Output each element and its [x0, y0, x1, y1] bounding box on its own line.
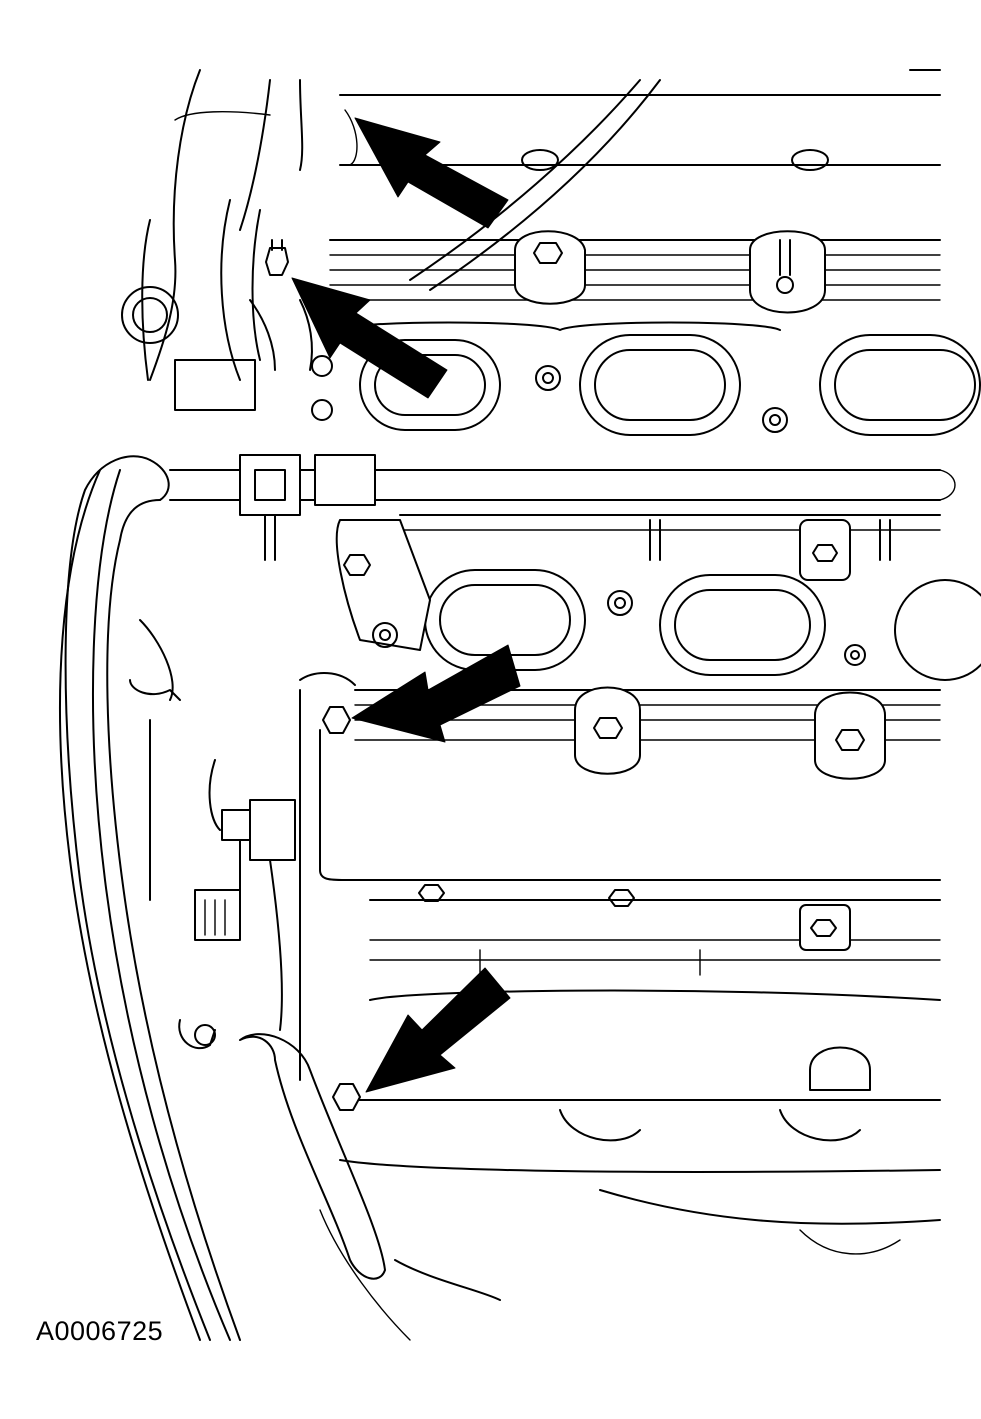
left-outer-contour: [59, 69, 271, 1341]
head-area: [299, 672, 941, 1081]
arrow-upper-left-icon: [354, 117, 509, 229]
bolt-lower-icon: [332, 1083, 361, 1111]
left-bracket: [121, 199, 333, 421]
bolt-middle-icon: [322, 706, 351, 734]
lower-head: [339, 884, 941, 1255]
arrow-stud-icon: [291, 277, 448, 399]
fastener-targets: [265, 239, 361, 1111]
lower-intake-runners: [335, 514, 981, 681]
fuel-rail: [169, 454, 956, 561]
upper-intake-runners: [329, 230, 981, 436]
arrow-bolt-middle-icon: [351, 644, 521, 743]
connector-cluster: [129, 619, 501, 1341]
arrow-bolt-lower-icon: [365, 967, 511, 1093]
figure-id-label: A0006725: [36, 1316, 164, 1346]
left-hose: [64, 455, 241, 1341]
upper-hoses: [239, 69, 941, 291]
callout-arrows: [291, 117, 521, 1093]
stud-icon: [265, 247, 289, 276]
